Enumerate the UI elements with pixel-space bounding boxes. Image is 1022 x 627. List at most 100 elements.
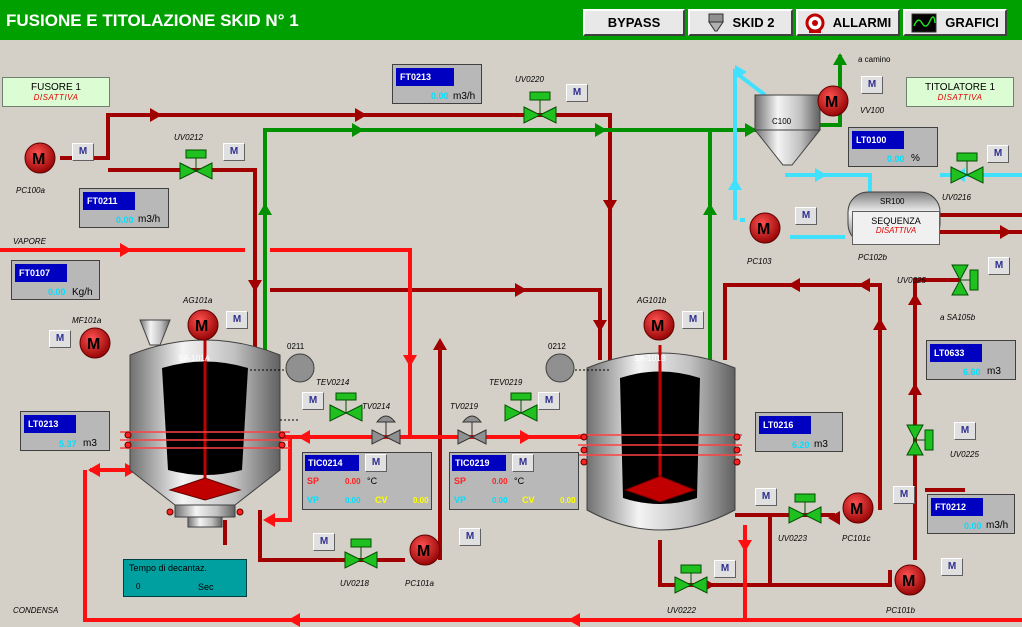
valve-uv0325-icon[interactable]	[951, 264, 979, 296]
svg-text:M: M	[757, 221, 770, 238]
fan-vv100-icon[interactable]: M	[817, 85, 849, 117]
label-tev0214: TEV0214	[316, 378, 350, 387]
mode-button-uv0212[interactable]: M	[223, 143, 245, 161]
graph-icon	[911, 13, 937, 32]
valve-uv0223-icon[interactable]	[788, 493, 822, 524]
instrument-lt0633[interactable]: LT0633 6.60 m3	[926, 340, 1016, 380]
vessel-0212	[545, 353, 575, 383]
tic0219-mode-button[interactable]: M	[512, 454, 534, 472]
graphs-button[interactable]: GRAFICI	[903, 9, 1007, 36]
pump-pc101c-icon[interactable]: M	[842, 492, 874, 524]
mode-button-pc101a[interactable]: M	[459, 528, 481, 546]
mode-button-pc103[interactable]: M	[795, 207, 817, 225]
label-c100: C100	[772, 117, 792, 126]
label-ag101b: AG101b	[637, 296, 667, 305]
mode-button-ag101a[interactable]: M	[226, 311, 248, 329]
instrument-lt0213[interactable]: LT0213 5.37 m3	[20, 411, 110, 451]
valve-tev0214-icon[interactable]	[329, 392, 363, 422]
mode-button-vv100[interactable]: M	[861, 76, 883, 94]
pipes-dark-red	[60, 113, 1022, 587]
instrument-ft0211[interactable]: FT0211 0.00 m3/h	[79, 188, 169, 228]
label-tv0214: TV0214	[362, 402, 391, 411]
label-mf101a: MF101a	[72, 316, 102, 325]
pump-pc103-icon[interactable]: M	[749, 212, 781, 244]
page-title: FUSIONE E TITOLAZIONE SKID N° 1	[6, 11, 299, 30]
label-uv0325: UV0325	[897, 276, 926, 285]
pump-pc101b-icon[interactable]: M	[894, 564, 926, 596]
instrument-ft0212[interactable]: FT0212 0.00 m3/h	[927, 494, 1015, 534]
svg-text:M: M	[825, 94, 838, 111]
mode-button-pc101b[interactable]: M	[941, 558, 963, 576]
alarms-button[interactable]: ALLARMI	[796, 9, 900, 36]
mode-button-pc100a[interactable]: M	[72, 143, 94, 161]
mode-button-uv0218[interactable]: M	[313, 533, 335, 551]
mode-button-uv0325[interactable]: M	[988, 257, 1010, 275]
label-uv0222: UV0222	[667, 606, 696, 615]
label-sr100: SR100	[880, 197, 905, 206]
valve-uv0216-icon[interactable]	[950, 152, 984, 184]
motor-mf101a-icon[interactable]: M	[79, 327, 111, 359]
label-uv0225: UV0225	[950, 450, 979, 459]
svg-text:M: M	[902, 573, 915, 590]
label-uv0218: UV0218	[340, 579, 369, 588]
mode-button-tev0214[interactable]: M	[302, 392, 324, 410]
label-pc101c: PC101c	[842, 534, 871, 543]
svg-text:M: M	[32, 151, 45, 168]
tic0214-mode-button[interactable]: M	[365, 454, 387, 472]
label-pc102b: PC102b	[858, 253, 887, 262]
skid2-button[interactable]: SKID 2	[688, 9, 793, 36]
mode-button-uv0220[interactable]: M	[566, 84, 588, 102]
valve-tv0214-icon[interactable]	[371, 415, 401, 445]
mode-button-ag101b[interactable]: M	[682, 311, 704, 329]
mode-button-tev0219[interactable]: M	[538, 392, 560, 410]
pipes-green	[263, 55, 842, 360]
bypass-button[interactable]: BYPASS	[583, 9, 685, 36]
pump-pc100a-icon[interactable]: M	[24, 142, 56, 174]
decantation-timer[interactable]: Tempo di decantaz. 0 Sec	[123, 559, 247, 597]
valve-uv0222-icon[interactable]	[674, 564, 708, 594]
mode-button-uv0223[interactable]: M	[755, 488, 777, 506]
mode-button-mf101a[interactable]: M	[49, 330, 71, 348]
label-pc101b: PC101b	[886, 606, 915, 615]
svg-text:M: M	[651, 318, 664, 335]
controller-tic0219[interactable]: TIC0219 M SP 0.00 °C VP 0.00 CV 0.00	[449, 452, 579, 510]
label-tev0219: TEV0219	[489, 378, 523, 387]
mode-button-uv0216[interactable]: M	[987, 145, 1009, 163]
label-pc101a: PC101a	[405, 579, 434, 588]
fusore-status-box[interactable]: FUSORE 1 DISATTIVA	[2, 77, 110, 107]
label-condensa: CONDENSA	[13, 606, 59, 615]
label-uv0220: UV0220	[515, 75, 544, 84]
sequenza-status-box[interactable]: SEQUENZA DISATTIVA	[852, 211, 940, 245]
label-uv0223: UV0223	[778, 534, 807, 543]
label-pc103: PC103	[747, 257, 772, 266]
valve-uv0212-icon[interactable]	[179, 149, 213, 180]
vessel-0211	[285, 353, 315, 383]
valve-uv0225-icon[interactable]	[906, 424, 934, 456]
label-pc100a: PC100a	[16, 186, 45, 195]
mode-button-uv0225[interactable]: M	[954, 422, 976, 440]
mode-button-uv0222[interactable]: M	[714, 560, 736, 578]
agitator-ag101b-icon[interactable]: M	[643, 309, 675, 341]
pump-pc101a-icon[interactable]: M	[409, 534, 441, 566]
svg-text:M: M	[850, 501, 863, 518]
label-vapore: VAPORE	[13, 237, 46, 246]
instrument-ft0107[interactable]: FT0107 0.00 Kg/h	[11, 260, 100, 300]
label-ag101a: AG101a	[183, 296, 213, 305]
label-tv0219: TV0219	[450, 402, 479, 411]
valve-tv0219-icon[interactable]	[457, 415, 487, 445]
valve-uv0218-icon[interactable]	[344, 538, 378, 569]
svg-text:M: M	[195, 318, 208, 335]
reactor-sa101b	[578, 345, 742, 531]
valve-tev0219-icon[interactable]	[504, 392, 538, 422]
cyclone-c100	[753, 94, 822, 166]
instrument-lt0216[interactable]: LT0216 6.20 m3	[755, 412, 843, 452]
mode-button-pc101c[interactable]: M	[893, 486, 915, 504]
label-sa101a: SA-101A	[178, 354, 211, 363]
instrument-lt0100[interactable]: LT0100 0.00 %	[848, 127, 938, 167]
label-uv0212: UV0212	[174, 133, 203, 142]
titolatore-status-box[interactable]: TITOLATORE 1 DISATTIVA	[906, 77, 1014, 107]
controller-tic0214[interactable]: TIC0214 M SP 0.00 °C VP 0.00 CV 0.00	[302, 452, 432, 510]
instrument-ft0213[interactable]: FT0213 0.00 m3/h	[392, 64, 482, 104]
agitator-ag101a-icon[interactable]: M	[187, 309, 219, 341]
valve-uv0220-icon[interactable]	[523, 91, 557, 124]
